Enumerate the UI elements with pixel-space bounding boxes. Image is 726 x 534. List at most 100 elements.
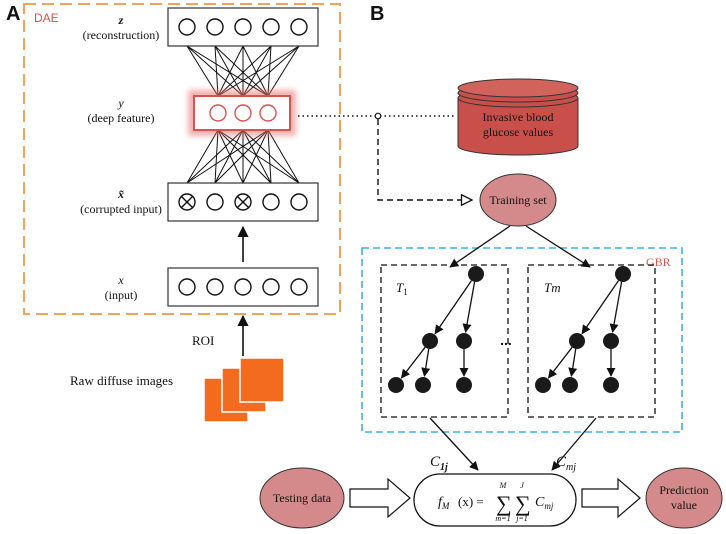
raw-images-label: Raw diffuse images [70, 373, 173, 388]
tree1-node [422, 333, 438, 349]
panel-b-label: B [370, 3, 384, 25]
x-layer-nodes [178, 278, 308, 296]
z-node [206, 18, 224, 36]
training-set-node [479, 173, 557, 227]
y-node [209, 104, 227, 122]
dae-edge [267, 45, 272, 97]
x-tilde-node [262, 193, 280, 211]
training-to-tree1-arrow [449, 225, 511, 268]
z-node [234, 18, 252, 36]
x-node [290, 278, 308, 296]
gbr-box [361, 247, 683, 433]
treem-node [603, 333, 619, 349]
treem-node [615, 266, 631, 282]
prediction-node [645, 467, 723, 529]
y-layer-name: (deep feature) [88, 111, 155, 125]
tree1-edge [462, 281, 476, 334]
tree1-node [468, 266, 484, 282]
tree1-node [456, 377, 472, 393]
dae-edge [217, 129, 244, 184]
blood-glucose-database [457, 78, 579, 156]
corruption-mark [181, 196, 193, 208]
z-layer-symbol: z [118, 13, 124, 27]
roi-label: ROI [192, 333, 214, 348]
testing-data-label: Testing data [273, 491, 332, 505]
treem-edge [547, 346, 573, 379]
x-tilde-node [290, 193, 308, 211]
regression-trees [388, 266, 631, 393]
treem-edge [609, 281, 623, 334]
prediction-label-line1: Prediction [659, 483, 708, 497]
treem-label: Tm [544, 280, 561, 295]
treem-box [527, 264, 656, 418]
dae-edge [242, 45, 300, 97]
prediction-label-line2: value [671, 498, 697, 512]
dae-edge [242, 45, 269, 97]
formula-sum2-top: J [520, 481, 524, 490]
dae-edge [217, 45, 272, 97]
dae-edge [186, 129, 244, 184]
dae-edge [217, 45, 300, 97]
dae-edge [267, 45, 300, 97]
dae-edge [214, 129, 244, 184]
formula-box [413, 473, 577, 527]
gbr-formula: fM (x) = ∑ M m=1 ∑ J j=1 Cmj [438, 481, 554, 523]
formula-c: Cmj [535, 495, 554, 511]
dae-label: DAE [34, 11, 59, 25]
dae-edge [242, 129, 300, 184]
treem-node [569, 333, 585, 349]
tree1-edge [434, 280, 473, 335]
training-to-treem-arrow [525, 225, 591, 268]
z-node [178, 18, 196, 36]
x-node [206, 278, 224, 296]
cmj-label: Cmj [556, 454, 576, 473]
tree1-edge [400, 346, 426, 379]
dae-edge [217, 129, 300, 184]
dae-edge [186, 129, 219, 184]
dae-edge [214, 45, 219, 97]
dae-edge [186, 129, 269, 184]
z-node [290, 18, 308, 36]
treem-edge [568, 348, 578, 378]
dae-edge [217, 45, 244, 97]
to-training-set-arrow [377, 119, 472, 200]
treem-node [603, 377, 619, 393]
formula-arg: (x) = [458, 494, 484, 509]
tree1-node [415, 377, 431, 393]
dae-edge [217, 129, 272, 184]
y-node [234, 104, 252, 122]
formula-sum2: ∑ [515, 491, 531, 516]
dae-edge [214, 129, 219, 184]
x-node [234, 278, 252, 296]
formula-sum1-bottom: m=1 [495, 514, 510, 523]
tree1-node [388, 377, 404, 393]
testing-data-node [259, 467, 345, 529]
treem-node [535, 377, 551, 393]
x-layer-symbol: x [117, 273, 124, 287]
c1j-label: C1j [430, 454, 448, 473]
db-label-line1: Invasive blood [483, 110, 554, 124]
x-tilde-node [206, 193, 224, 211]
dae-edge [242, 45, 272, 97]
dae-edge [242, 129, 272, 184]
corruption-mark [237, 196, 249, 208]
raw-diffuse-images [203, 357, 285, 423]
z-node [262, 18, 280, 36]
treem-to-formula-arrow [551, 417, 597, 471]
dae-connections [186, 45, 300, 184]
z-layer-name: (reconstruction) [83, 28, 160, 42]
dae-edge [214, 129, 269, 184]
formula-f: fM [438, 495, 450, 511]
dae-edge [267, 129, 272, 184]
y-layer-nodes [209, 104, 277, 122]
tree1-to-formula-arrow [429, 417, 479, 471]
dae-edge [214, 45, 244, 97]
x-node [178, 278, 196, 296]
x-tilde-layer-symbol: x̃ [117, 187, 124, 201]
treem-edge [581, 280, 620, 335]
formula-sum1-top: M [499, 481, 508, 490]
gbr-label: GBR [646, 255, 671, 269]
formula-to-prediction-arrow [581, 477, 641, 519]
db-label-line2: glucose values [483, 125, 554, 139]
z-layer-nodes [178, 18, 308, 36]
